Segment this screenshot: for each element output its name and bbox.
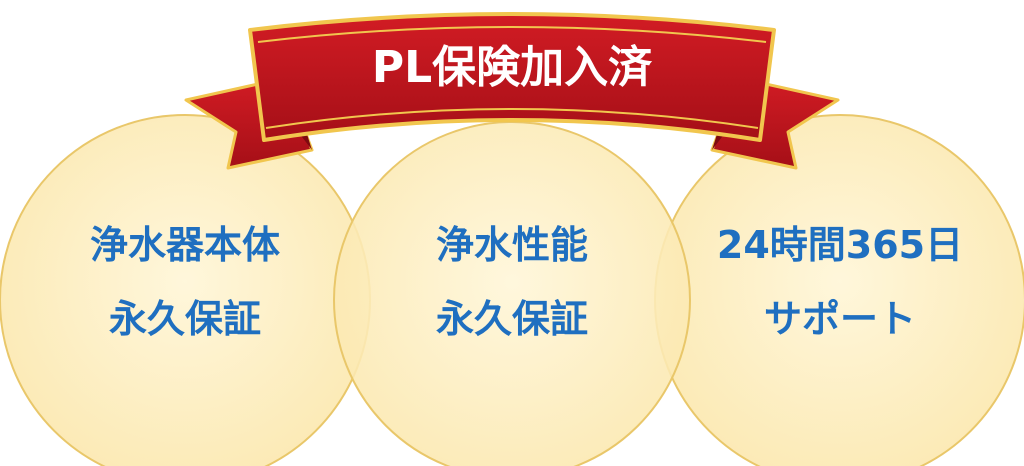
circle-left [0,114,371,466]
ribbon-trim-bottom [265,108,759,129]
circle-right-line1: 24時間365日 [717,223,963,267]
circle-middle [333,121,691,466]
ribbon-banner: PL保険加入済 [184,12,840,170]
circle-middle-line2: 永久保証 [436,297,588,341]
ribbon-main-band [248,12,776,142]
banner-label: PL保険加入済 [372,42,653,93]
circle-right [654,114,1024,466]
circle-right-line2: サポート [764,297,916,341]
circle-left-line1: 浄水器本体 [90,223,280,267]
ribbon-trim-top [257,26,767,43]
circle-left-line2: 永久保証 [109,297,261,341]
circle-middle-line1: 浄水性能 [436,223,588,267]
